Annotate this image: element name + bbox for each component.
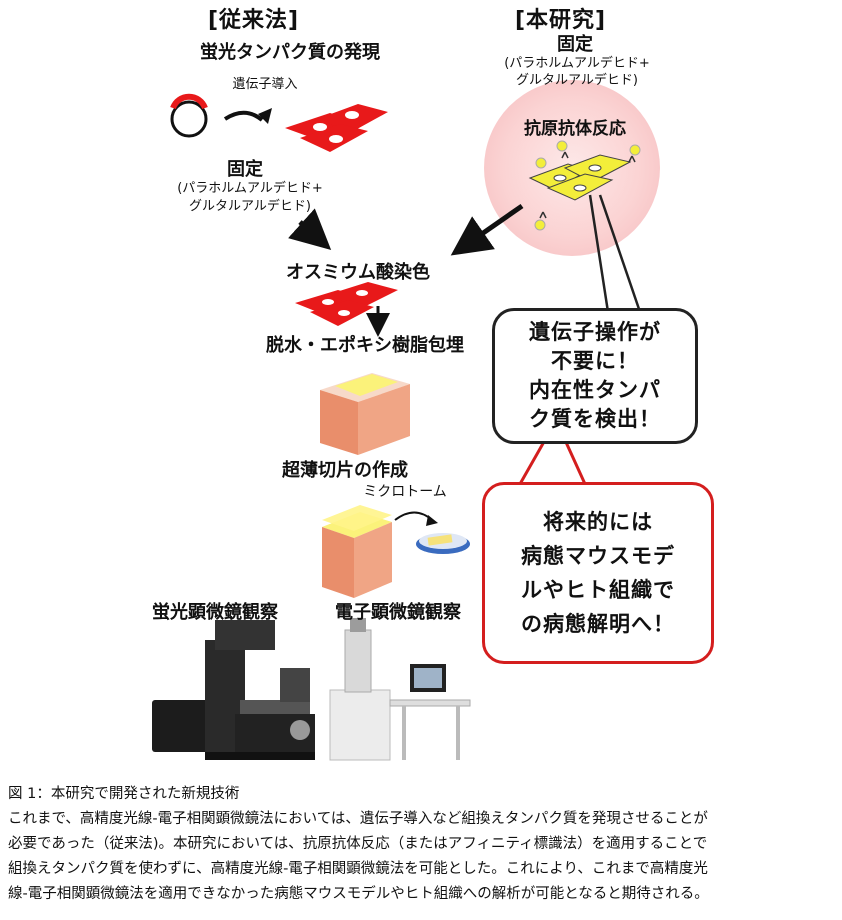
diagram-graphics xyxy=(152,93,642,761)
bubble1-line: 遺伝子操作が xyxy=(529,320,661,344)
stained-cells-icon xyxy=(295,282,398,326)
bubble2-line: 将来的には xyxy=(543,510,653,534)
header-this-study: [本研究] xyxy=(515,8,607,33)
fixative-line1: (パラホルムアルデヒド+ xyxy=(177,181,323,196)
gene-transfer-arrow xyxy=(223,110,264,122)
electron-microscope-icon xyxy=(329,618,471,761)
em-microscope-label: 電子顕微鏡観察 xyxy=(335,602,461,623)
fluorescence-microscope-icon xyxy=(152,620,315,760)
microtome-arrow xyxy=(394,511,433,521)
fixative-line2: グルタルアルデヒド) xyxy=(189,199,311,214)
antigen-antibody-label: 抗原抗体反応 xyxy=(524,119,626,139)
fluor-microscope-label: 蛍光顕微鏡観察 xyxy=(152,602,278,623)
bubble2-line: 病態マウスモデ xyxy=(521,544,675,568)
caption-line: 線-電子相関顕微鏡法を適用できなかった病態マウスモデルやヒト組織への解析が可能と… xyxy=(8,886,709,902)
right-fixative-line1: (パラホルムアルデヒド+ xyxy=(504,56,650,71)
header-conventional: [従来法] xyxy=(208,8,300,33)
caption-line: これまで、高精度光線-電子相関顕微鏡法においては、遺伝子導入など組換えタンパク質… xyxy=(8,811,708,827)
callout-future-application: 将来的には 病態マウスモデ ルやヒト組織で の病態解明へ！ xyxy=(482,482,714,664)
fixation-label: 固定 xyxy=(227,159,263,180)
microtome-label: ミクロトーム xyxy=(363,484,447,500)
right-fixative-line2: グルタルアルデヒド) xyxy=(516,73,638,88)
gene-transfer-label: 遺伝子導入 xyxy=(232,77,298,92)
caption-title: 図 1：本研究で開発された新規技術 xyxy=(8,786,240,802)
resin-block-icon xyxy=(320,373,410,455)
osmium-label: オスミウム酸染色 xyxy=(286,262,430,283)
bubble2-line: ルやヒト組織で xyxy=(521,578,675,602)
bubble2-line: の病態解明へ！ xyxy=(521,612,675,636)
section-slide-icon xyxy=(416,533,470,554)
right-fixation-label: 固定 xyxy=(557,34,593,55)
caption-line: 組換えタンパク質を使わずに、高精度光線-電子相関顕微鏡法を可能とした。これにより… xyxy=(8,861,708,877)
callout-no-gene-manipulation: 遺伝子操作が 不要に！ 内在性タンパ ク質を検出！ xyxy=(492,308,698,444)
bubble1-line: ク質を検出！ xyxy=(529,407,661,431)
bubble1-line: 内在性タンパ xyxy=(529,378,661,402)
expression-label: 蛍光タンパク質の発現 xyxy=(200,42,380,63)
dehydration-label: 脱水・エポキシ樹脂包埋 xyxy=(266,335,464,356)
sectioned-block-icon xyxy=(322,505,392,598)
figure-caption: 図 1：本研究で開発された新規技術 これまで、高精度光線-電子相関顕微鏡法におい… xyxy=(8,782,838,907)
red-cells-icon xyxy=(285,104,388,152)
sectioning-label: 超薄切片の作成 xyxy=(282,460,408,481)
plasmid-icon xyxy=(170,93,208,138)
antibody-icons xyxy=(534,140,641,231)
yellow-cells-icon xyxy=(528,154,632,201)
bubble1-line: 不要に！ xyxy=(551,349,639,373)
caption-line: 必要であった（従来法)。本研究においては、抗原抗体反応（またはアフィニティ標識法… xyxy=(8,836,708,852)
